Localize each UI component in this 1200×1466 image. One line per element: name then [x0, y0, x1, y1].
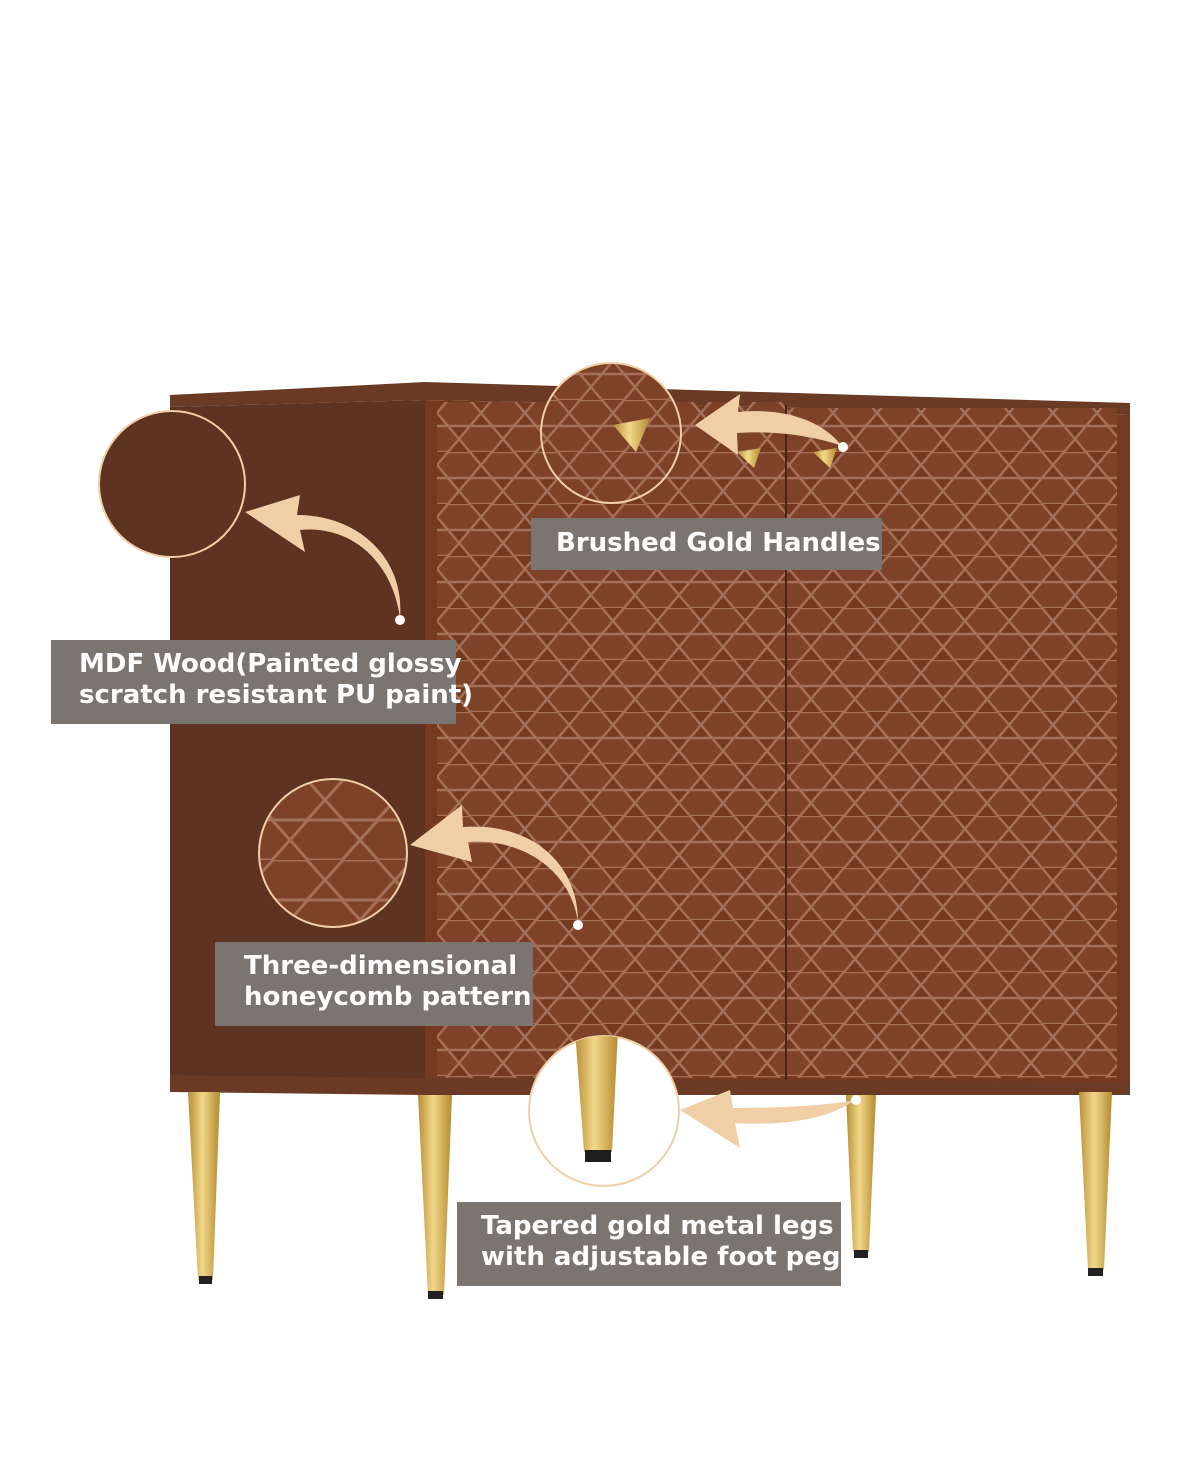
- callout-text: Three-dimensional: [244, 951, 518, 981]
- callout-label-legs: Tapered gold metal legs with adjustable …: [457, 1202, 857, 1286]
- callout-text: honeycomb pattern: [244, 982, 532, 1012]
- zoom-circle-leg: [528, 1035, 680, 1187]
- callout-text: scratch resistant PU paint): [79, 680, 474, 710]
- callout-text: Tapered gold metal legs: [481, 1211, 834, 1241]
- arrow-icon: [680, 1090, 861, 1148]
- cabinet-door-right: [787, 408, 1117, 1078]
- zoom-circle-material: [98, 410, 246, 558]
- gold-legs: [188, 1092, 1112, 1299]
- callout-label-pattern: Three-dimensional honeycomb pattern: [215, 942, 533, 1026]
- arrow-icon: [410, 805, 583, 930]
- callout-text: Brushed Gold Handles: [556, 528, 881, 558]
- callout-label-handles: Brushed Gold Handles: [531, 518, 882, 570]
- callout-text: MDF Wood(Painted glossy: [79, 649, 462, 679]
- gold-handles: [737, 448, 837, 468]
- callout-text: with adjustable foot pegs: [481, 1242, 857, 1272]
- zoom-circle-handles: [540, 362, 682, 504]
- arrow-icon: [245, 495, 405, 625]
- arrow-icon: [695, 394, 848, 455]
- zoom-circle-pattern: [258, 778, 408, 928]
- callout-label-material: MDF Wood(Painted glossy scratch resistan…: [51, 640, 474, 724]
